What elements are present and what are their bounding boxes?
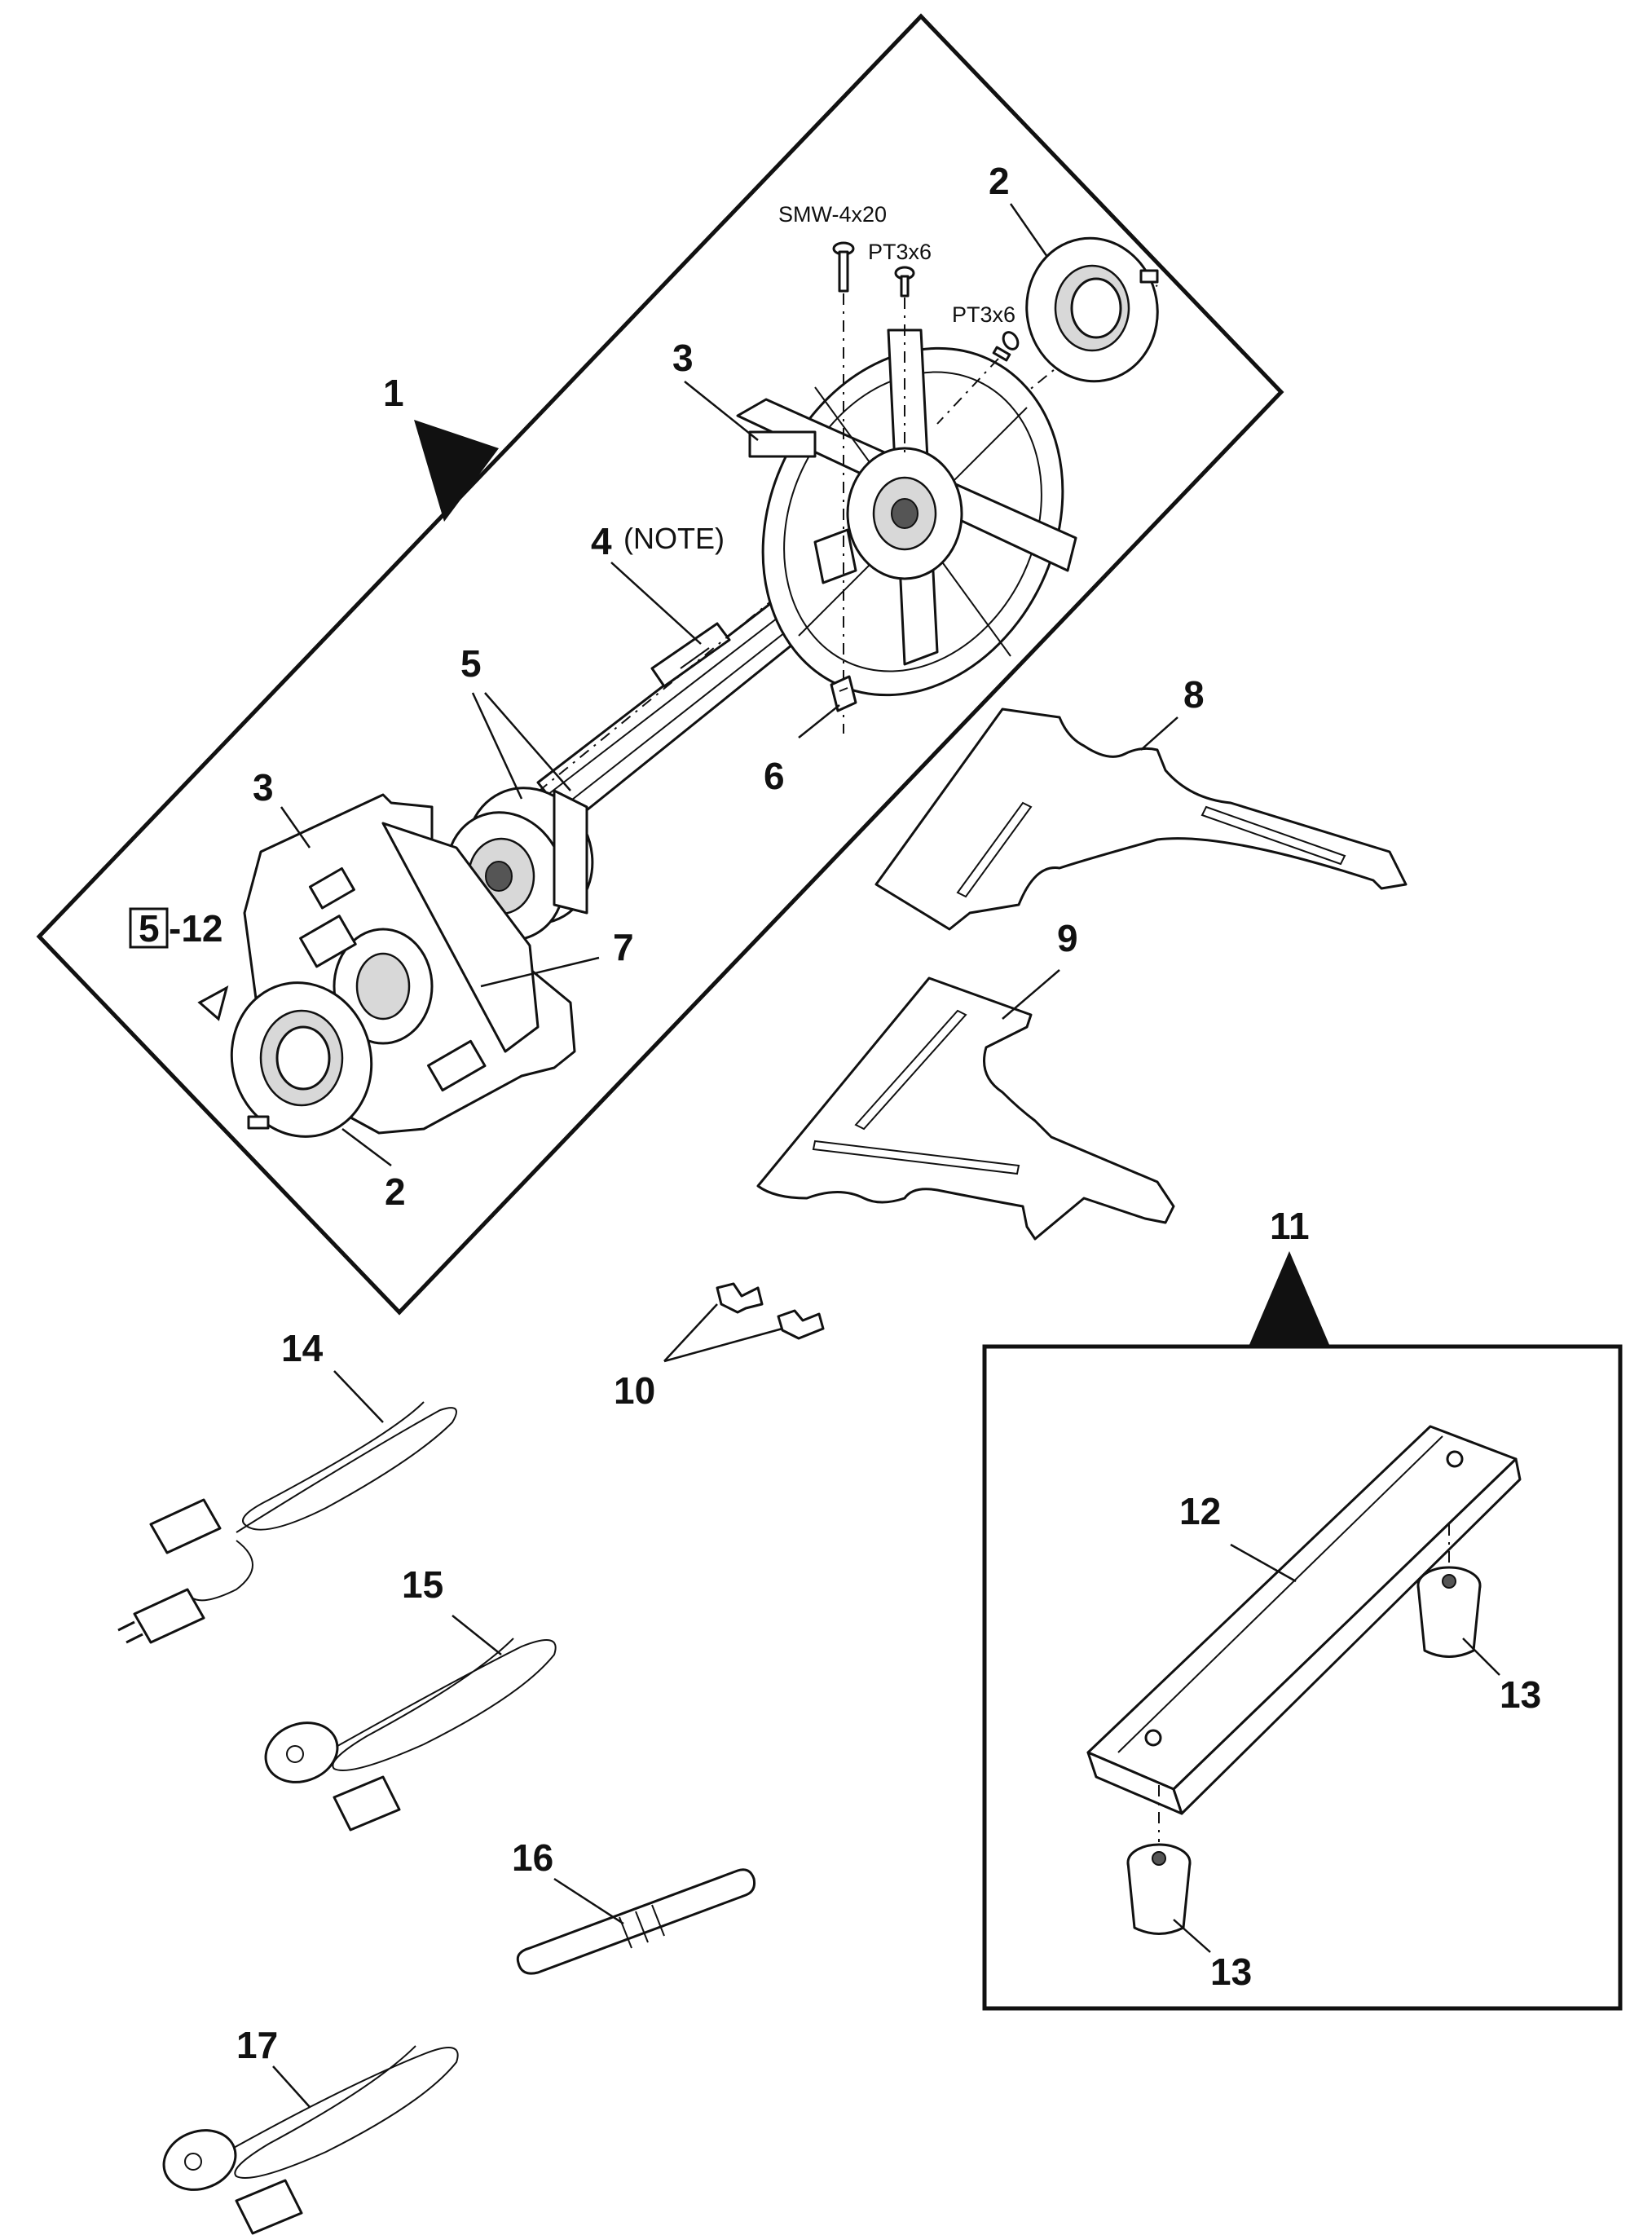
foot-part-13-right [1416,1524,1482,1658]
callout-10: 10 [614,1369,655,1412]
base-bar-part-12 [1086,1425,1522,1815]
callout-3-top: 3 [672,337,694,379]
power-cord-part-14 [117,1401,457,1644]
callout-4-note: (NOTE) [623,522,725,555]
screw-label-pt-b: PT3x6 [952,302,1015,327]
callout-8: 8 [1183,673,1205,716]
callout-5-12-box-number: 5 [139,907,160,950]
callout-14: 14 [281,1327,324,1369]
assembly-11-frame [982,1251,1623,2011]
leader-lines [272,203,1500,2108]
foot-part-13-bottom [1126,1785,1192,1935]
power-cord-part-15 [264,1638,557,1832]
power-cord-part-17 [162,2045,459,2235]
callout-2-bottom: 2 [385,1170,406,1213]
tube-part-16 [516,1868,756,1975]
screw-pt-b [936,331,1020,425]
assembly-1-pointer-icon [414,420,499,522]
screw-smw [832,241,855,734]
wing-nuts-part-10 [716,1282,825,1340]
callout-1: 1 [383,372,404,414]
screw-labels: SMW-4x20 PT3x6 PT3x6 [778,202,1015,327]
assembly-11-pointer-icon [1249,1251,1330,1347]
callout-7: 7 [613,926,634,968]
callout-15: 15 [402,1563,443,1606]
callout-4: 4 [591,520,612,562]
assembly-1-frame [36,13,1284,1316]
callout-13-bottom: 13 [1210,1951,1252,1993]
reference-triangle-icon [197,985,229,1021]
callout-17: 17 [236,2024,278,2066]
callout-5-12-box [129,907,169,949]
right-flange [736,328,1077,697]
screw-label-smw: SMW-4x20 [778,202,887,227]
callout-labels: 1 2 3 4 (NOTE) 5 6 3 5 -12 7 2 8 9 10 11… [129,160,1541,2066]
screw-label-pt-a: PT3x6 [868,240,932,264]
callout-13-right: 13 [1500,1673,1541,1716]
callout-9: 9 [1057,917,1078,959]
callout-2-top: 2 [989,160,1010,202]
right-core-holder [1025,236,1159,383]
callout-16: 16 [512,1836,553,1879]
left-core-holder [230,981,373,1138]
callout-11: 11 [1270,1205,1310,1247]
screw-pt-a [894,266,915,456]
callout-6: 6 [764,755,785,797]
callout-5: 5 [460,642,482,685]
bracket-part-8 [874,708,1408,931]
roll-holder-assembly [197,236,1159,1138]
callout-3-bottom: 3 [253,766,274,809]
clip-part-6 [830,675,857,712]
callout-5-12-suffix: -12 [169,907,222,950]
callout-12: 12 [1179,1490,1221,1532]
bracket-part-9 [756,976,1175,1241]
